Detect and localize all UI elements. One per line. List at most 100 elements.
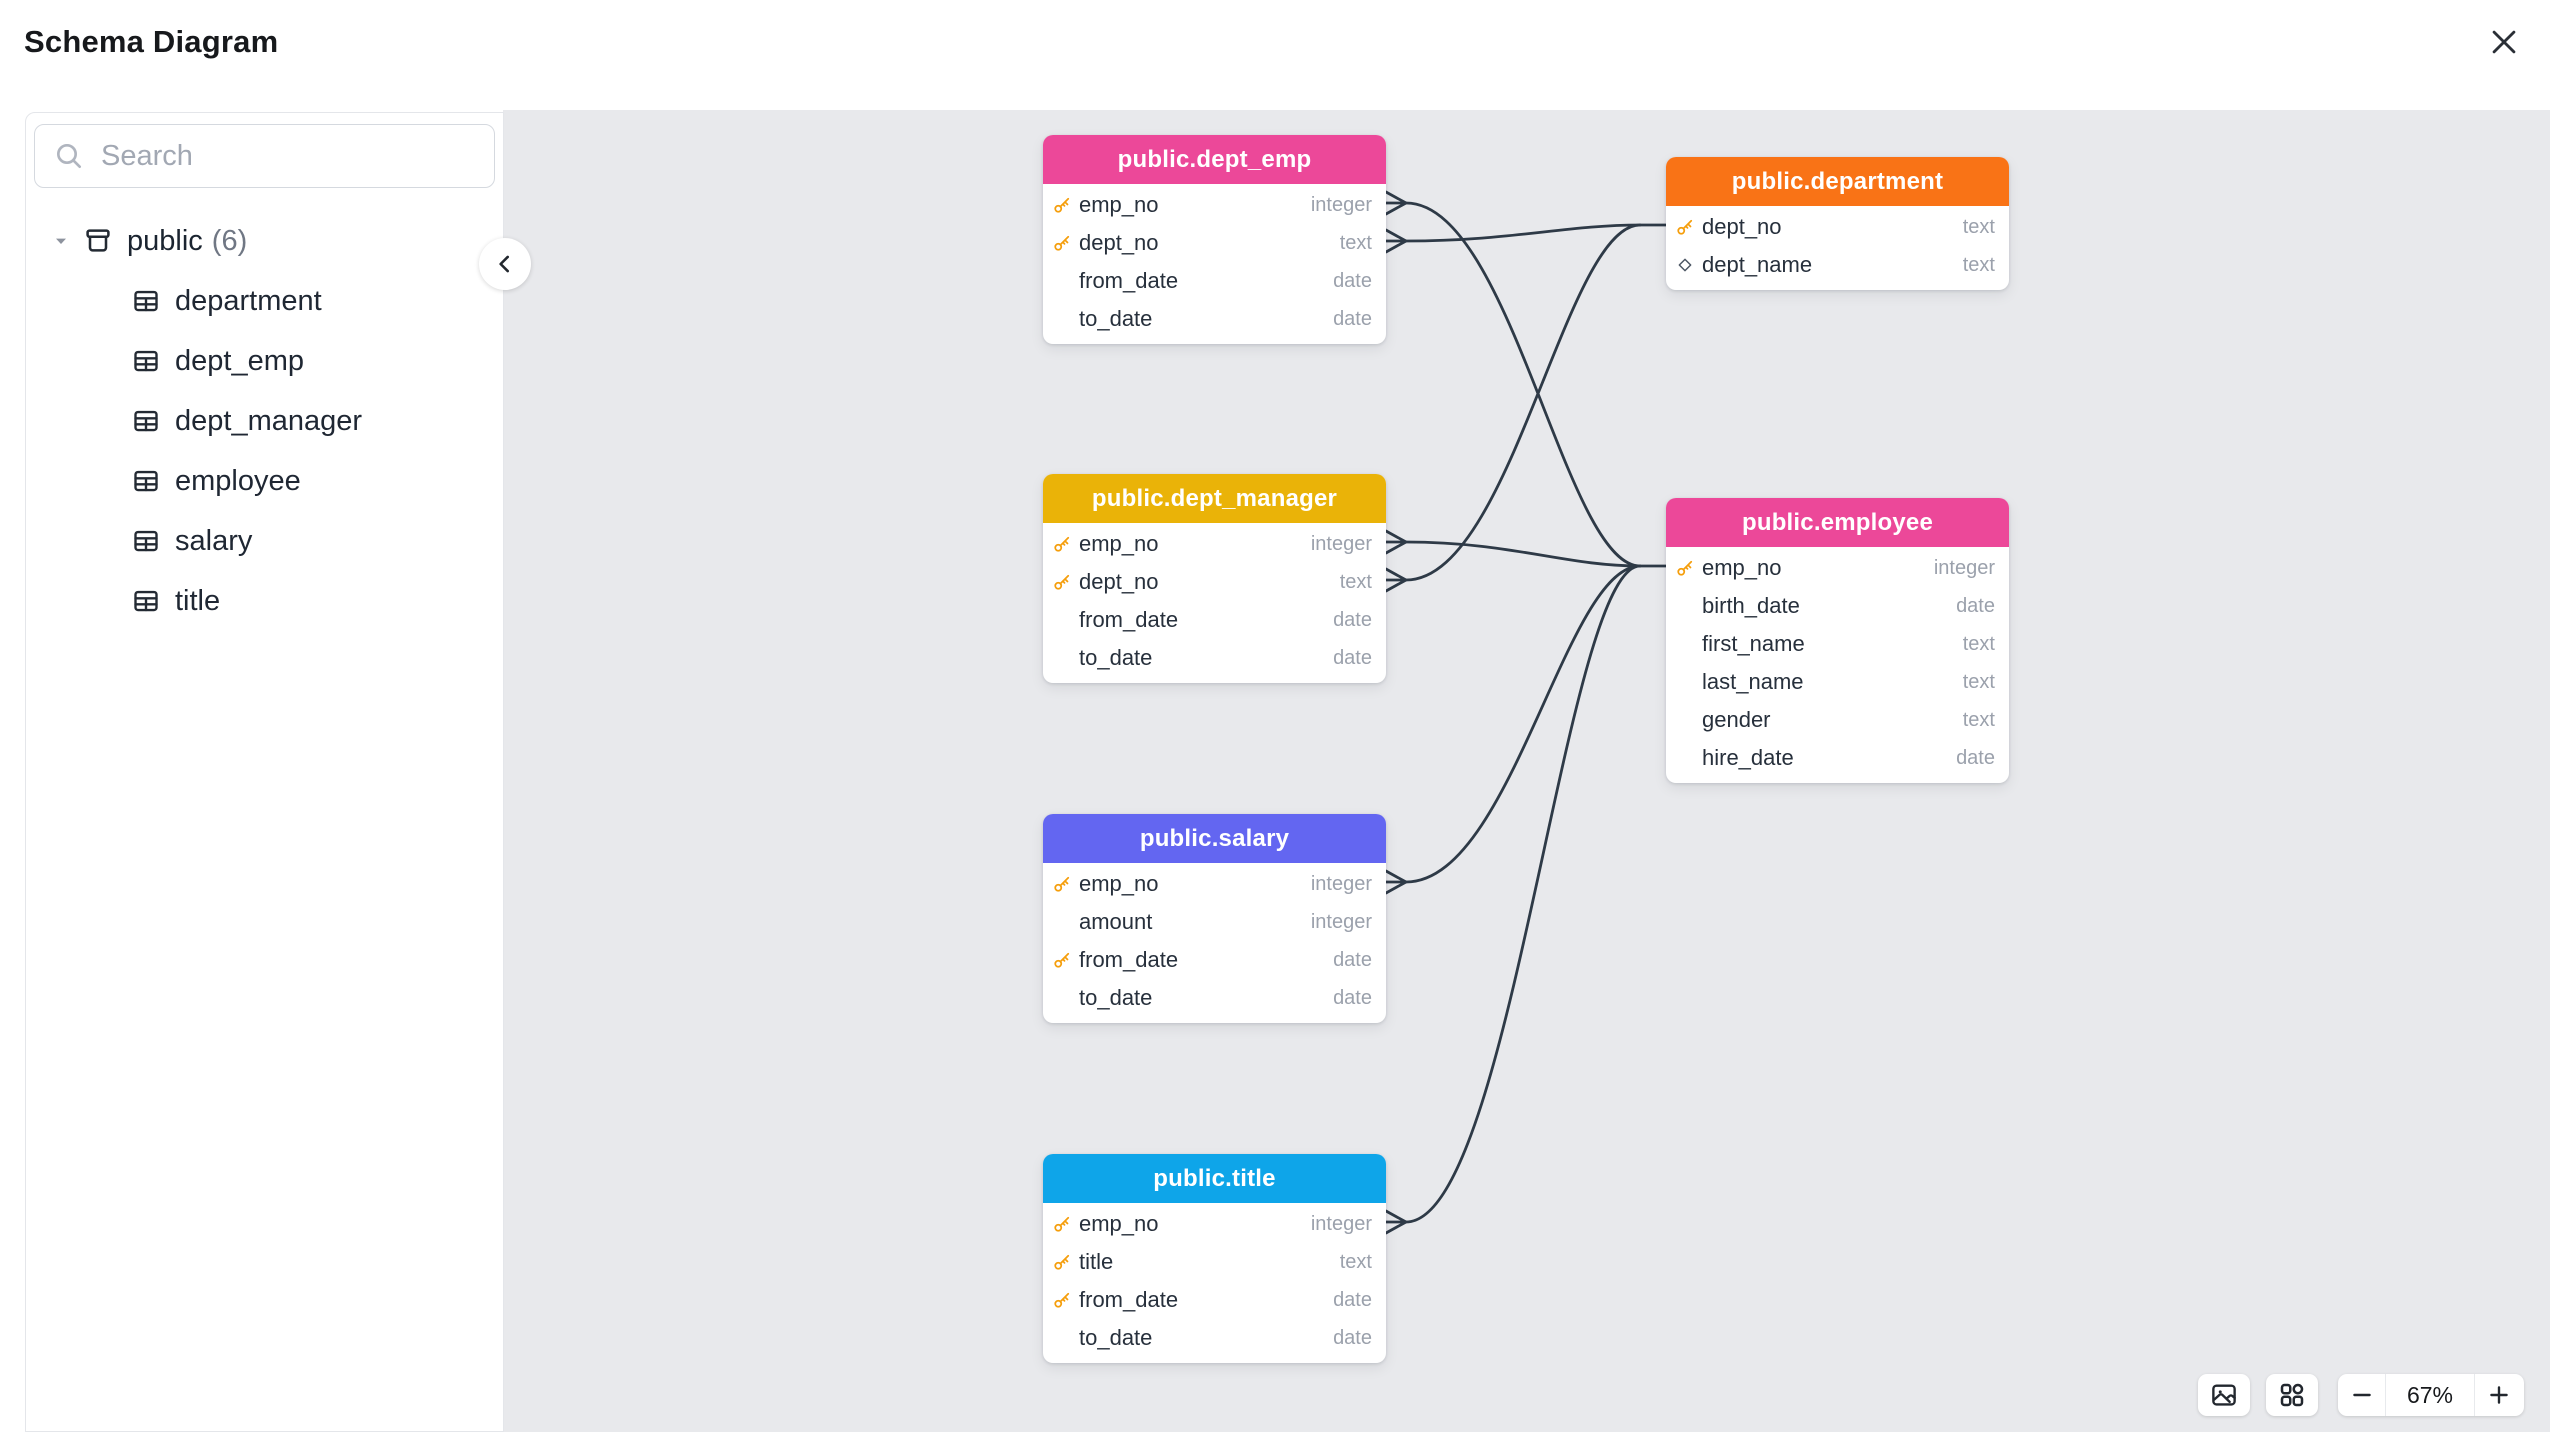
tree-item-table-salary[interactable]: salary xyxy=(26,511,503,571)
column-type: text xyxy=(1962,670,1995,693)
primary-key-icon xyxy=(1054,197,1070,213)
column-row-last_name[interactable]: last_name text xyxy=(1666,663,2009,701)
primary-key-icon xyxy=(1054,1254,1070,1270)
column-type: text xyxy=(1339,231,1372,254)
tree-item-table-employee[interactable]: employee xyxy=(26,451,503,511)
column-type: integer xyxy=(1310,532,1372,555)
search-input[interactable] xyxy=(99,128,494,184)
sidebar-collapse-button[interactable] xyxy=(479,238,531,290)
column-name: emp_no xyxy=(1702,555,1782,580)
table-node-header[interactable]: public.title xyxy=(1043,1154,1386,1203)
close-button[interactable] xyxy=(2478,16,2530,68)
tree-item-table-dept_manager[interactable]: dept_manager xyxy=(26,391,503,451)
table-icon xyxy=(131,286,161,316)
column-name: from_date xyxy=(1079,947,1179,972)
column-type: date xyxy=(1333,948,1372,971)
column-name: to_date xyxy=(1079,985,1153,1010)
table-node-header[interactable]: public.salary xyxy=(1043,814,1386,863)
column-row-dept_no[interactable]: dept_no text xyxy=(1043,224,1386,262)
column-name: emp_no xyxy=(1079,1211,1159,1236)
column-row-emp_no[interactable]: emp_no integer xyxy=(1043,525,1386,563)
primary-key-icon xyxy=(1054,952,1070,968)
minus-icon xyxy=(2352,1393,2371,1397)
caret-down-icon[interactable] xyxy=(50,231,72,251)
column-type: integer xyxy=(1310,872,1372,895)
export-image-button[interactable] xyxy=(2198,1374,2250,1416)
column-name: to_date xyxy=(1079,306,1153,331)
column-name: last_name xyxy=(1702,669,1804,694)
schema-label: public xyxy=(127,224,203,257)
close-icon xyxy=(2492,30,2516,54)
tree-item-schema-public[interactable]: public (6) xyxy=(26,211,503,271)
column-name: title xyxy=(1079,1249,1114,1274)
zoom-level: 67% xyxy=(2406,1381,2454,1408)
table-icon xyxy=(131,586,161,616)
column-type: date xyxy=(1956,746,1995,769)
column-type: text xyxy=(1962,215,1995,238)
auto-layout-button[interactable] xyxy=(2266,1374,2318,1416)
zoom-controls: 67% xyxy=(2338,1374,2524,1416)
zoom-out-button[interactable] xyxy=(2338,1374,2386,1416)
plus-icon xyxy=(2489,1386,2508,1404)
column-row-from_date[interactable]: from_date date xyxy=(1043,941,1386,979)
column-type: integer xyxy=(1310,193,1372,216)
column-type: date xyxy=(1333,307,1372,330)
table-node-header[interactable]: public.dept_manager xyxy=(1043,474,1386,523)
zoom-in-button[interactable] xyxy=(2474,1374,2522,1416)
column-name: emp_no xyxy=(1079,531,1159,556)
table-node-header[interactable]: public.dept_emp xyxy=(1043,135,1386,184)
column-name: from_date xyxy=(1079,607,1179,632)
tree-item-table-title[interactable]: title xyxy=(26,571,503,631)
primary-key-icon xyxy=(1054,876,1070,892)
column-name: to_date xyxy=(1079,645,1153,670)
column-row-to_date[interactable]: to_date date xyxy=(1043,639,1386,677)
tree-item-table-department[interactable]: department xyxy=(26,271,503,331)
column-row-to_date[interactable]: to_date date xyxy=(1043,300,1386,338)
column-type: date xyxy=(1333,646,1372,669)
table-node-header[interactable]: public.employee xyxy=(1666,498,2009,547)
tree-item-table-dept_emp[interactable]: dept_emp xyxy=(26,331,503,391)
table-icon xyxy=(131,406,161,436)
column-type: date xyxy=(1333,1288,1372,1311)
column-type: date xyxy=(1333,1326,1372,1349)
diagram-canvas[interactable] xyxy=(503,110,2550,1432)
page-title: Schema Diagram xyxy=(24,24,279,59)
column-name: dept_no xyxy=(1079,230,1159,255)
primary-key-icon xyxy=(1054,235,1070,251)
table-icon xyxy=(131,346,161,376)
schema-icon xyxy=(82,225,114,257)
table-node-header[interactable]: public.department xyxy=(1666,157,2009,206)
chevron-left-icon xyxy=(499,255,510,273)
column-name: amount xyxy=(1079,909,1153,934)
primary-key-icon xyxy=(1054,536,1070,552)
